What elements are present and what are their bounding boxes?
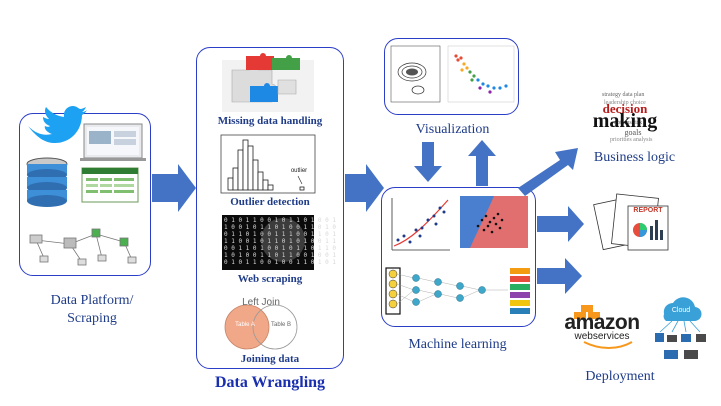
svg-text:0 1 0 1 1 0 0 1 0 0 1 1 0 1 0: 0 1 0 1 1 0 0 1 0 0 1 1 0 1 0 1 bbox=[224, 259, 336, 266]
arrow-ml-to-deployment bbox=[537, 258, 582, 294]
table-b-label: Table B bbox=[270, 322, 291, 328]
making-word: making bbox=[592, 110, 658, 132]
twitter-icon bbox=[28, 106, 87, 143]
svg-text:leadership choice: leadership choice bbox=[604, 100, 646, 106]
network-topology-icon bbox=[29, 228, 137, 266]
label-outlier-detection: Outlier detection bbox=[230, 196, 310, 208]
amazon-logo bbox=[574, 305, 633, 349]
label-deployment: Deployment bbox=[585, 369, 655, 384]
outlier-tag: outlier bbox=[290, 168, 308, 174]
svg-text:options risk: options risk bbox=[614, 120, 642, 126]
classification-plot bbox=[460, 196, 528, 248]
laptop-screen-icon bbox=[80, 123, 146, 161]
puzzle-icon bbox=[222, 53, 314, 112]
arrow-vis-to-ml bbox=[414, 142, 442, 182]
report-word: REPORT bbox=[633, 207, 663, 214]
label-missing-data: Missing data handling bbox=[217, 115, 323, 127]
cloud-devices-icon bbox=[655, 297, 706, 359]
svg-text:1 0 1 0 0 1 1 0 1 1 0 0 1 0 0: 1 0 1 0 0 1 1 0 1 1 0 0 1 0 0 1 bbox=[224, 252, 336, 259]
decision-making-word-cloud: strategy data plan leadership choice opt… bbox=[602, 92, 653, 143]
svg-text:strategy data plan: strategy data plan bbox=[602, 92, 644, 98]
label-scraping: Scraping bbox=[67, 311, 117, 326]
label-data-platform: Data Platform/ bbox=[50, 293, 134, 308]
goals-word: goals bbox=[624, 128, 642, 137]
label-joining-data: Joining data bbox=[240, 353, 300, 365]
left-join-title: Left Join bbox=[242, 297, 280, 308]
arrow-ml-to-vis bbox=[468, 140, 496, 186]
report-documents-icon bbox=[593, 193, 669, 251]
decision-word: decision bbox=[602, 101, 648, 116]
svg-text:0 0 1 1 0 1 0 0 1 0 1 1 0 1 1: 0 0 1 1 0 1 0 0 1 0 1 1 0 1 1 0 bbox=[224, 245, 336, 252]
svg-text:0 1 1 0 1 0 0 1 1 1 0 0 1 1 0: 0 1 1 0 1 0 0 1 1 1 0 0 1 1 0 1 bbox=[224, 231, 336, 238]
arrow-platform-to-wrangling bbox=[152, 164, 196, 212]
venn-diagram bbox=[224, 304, 298, 350]
table-a-label: Table A bbox=[235, 322, 255, 328]
arrow-ml-to-report bbox=[537, 206, 584, 242]
outlier-histogram bbox=[220, 134, 316, 194]
svg-text:priorities analysis: priorities analysis bbox=[610, 137, 653, 143]
svg-text:1 1 0 0 1 0 1 1 0 1 0 1 0 0 1: 1 1 0 0 1 0 1 1 0 1 0 1 0 0 1 1 bbox=[224, 238, 336, 245]
label-data-wrangling: Data Wrangling bbox=[214, 374, 326, 391]
label-visualization: Visualization bbox=[415, 122, 490, 137]
arrow-wrangling-to-ml bbox=[345, 164, 384, 212]
regression-plot bbox=[388, 195, 452, 253]
cloud-label: Cloud bbox=[671, 307, 691, 314]
label-web-scraping: Web scraping bbox=[237, 273, 303, 285]
amazon-wordmark: amazon bbox=[564, 311, 640, 334]
svg-text:1 0 0 1 0 1 1 0 1 0 0 1 1 0 1: 1 0 0 1 0 1 1 0 1 0 0 1 1 0 1 0 bbox=[224, 224, 336, 231]
svg-text:0 1 0 1 1 0 0 1 0 1 1 0 1 0 0: 0 1 0 1 1 0 0 1 0 1 1 0 1 0 0 1 bbox=[224, 217, 336, 224]
arrow-ml-to-business bbox=[518, 148, 578, 196]
visualization-plots bbox=[390, 45, 515, 103]
neural-network-diagram bbox=[385, 267, 530, 315]
spreadsheet-icon bbox=[81, 167, 139, 203]
web-scraping-image: 0 1 0 1 1 0 0 1 0 1 1 0 1 0 0 1 1 0 0 1 … bbox=[222, 215, 336, 270]
label-business-logic: Business logic bbox=[593, 150, 676, 165]
label-machine-learning: Machine learning bbox=[408, 337, 507, 352]
webservices-wordmark: webservices bbox=[574, 331, 630, 342]
database-icon bbox=[26, 157, 68, 207]
